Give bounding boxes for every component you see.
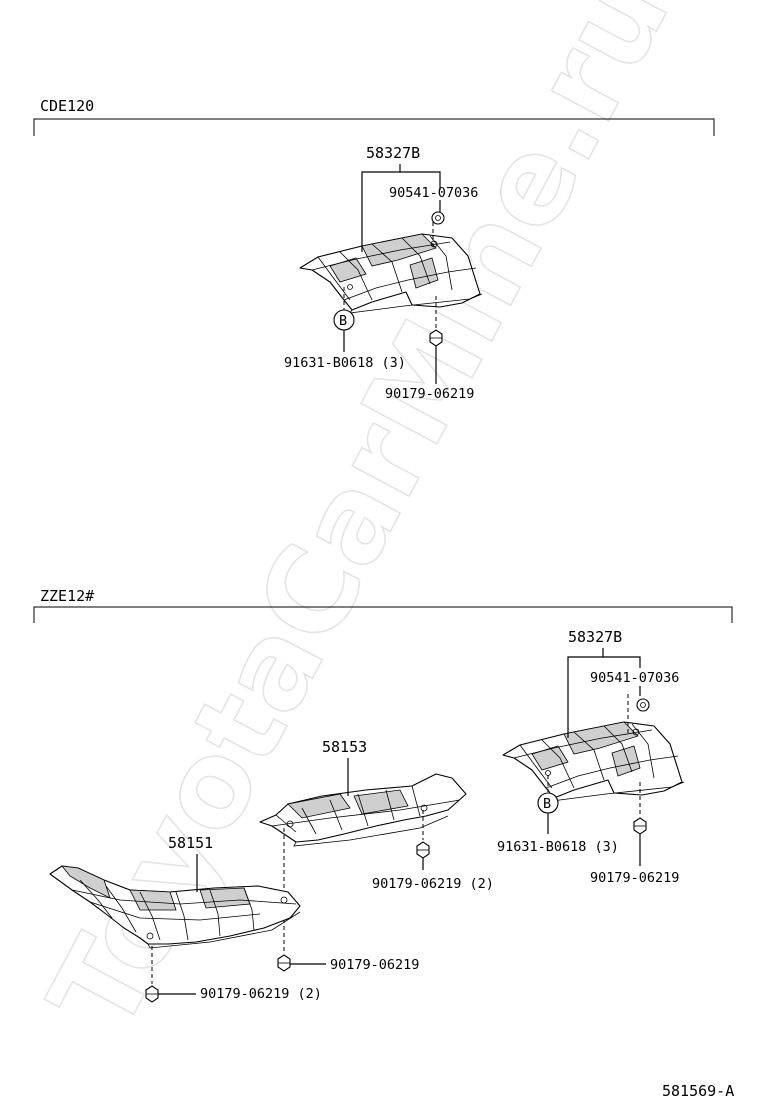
- heat-insulator-58327b-cde120: [299, 233, 483, 314]
- clip-90541-07036-zze12: [636, 698, 650, 712]
- label-58327b-cde120: 58327B: [366, 144, 420, 162]
- section-label-zze12: ZZE12#: [40, 587, 94, 605]
- nut-90179-06219-zze12: [633, 817, 647, 835]
- leader-58327b-cde120: [361, 164, 441, 252]
- diagram-id: 581569-A: [662, 1082, 734, 1100]
- label-nut-58151-single: 90179-06219: [330, 957, 419, 973]
- section-bracket-cde120: [33, 118, 715, 136]
- nut-58151-double: [145, 985, 159, 1003]
- heat-insulator-58327b-zze12: [502, 721, 685, 802]
- label-58151: 58151: [168, 834, 213, 852]
- nut-90179-06219-cde120: [429, 329, 443, 347]
- section-bracket-zze12: [33, 606, 733, 623]
- nut-58153: [416, 841, 430, 859]
- callout-b-letter-cde120: B: [339, 313, 347, 329]
- heat-insulator-58151: [49, 865, 301, 949]
- callout-b-zze12: B: [537, 792, 559, 814]
- label-nut-58153: 90179-06219 (2): [372, 876, 494, 892]
- heat-insulator-58153: [259, 773, 467, 847]
- label-91631-b0618-cde120: 91631-B0618 (3): [284, 355, 406, 371]
- label-90179-06219-cde120: 90179-06219: [385, 386, 474, 402]
- label-58153: 58153: [322, 738, 367, 756]
- label-91631-b0618-zze12: 91631-B0618 (3): [497, 839, 619, 855]
- label-90541-07036-cde120: 90541-07036: [389, 185, 478, 201]
- section-label-cde120: CDE120: [40, 97, 94, 115]
- label-58327b-zze12: 58327B: [568, 628, 622, 646]
- callout-b-letter-zze12: B: [543, 796, 551, 812]
- clip-90541-07036-cde120: [431, 211, 445, 225]
- callout-b-cde120: B: [333, 309, 355, 331]
- leader-58327b-zze12: [567, 648, 641, 738]
- nut-58151-single: [277, 954, 291, 972]
- label-nut-58151-double: 90179-06219 (2): [200, 986, 322, 1002]
- label-90179-06219-zze12: 90179-06219: [590, 870, 679, 886]
- label-90541-07036-zze12: 90541-07036: [590, 670, 679, 686]
